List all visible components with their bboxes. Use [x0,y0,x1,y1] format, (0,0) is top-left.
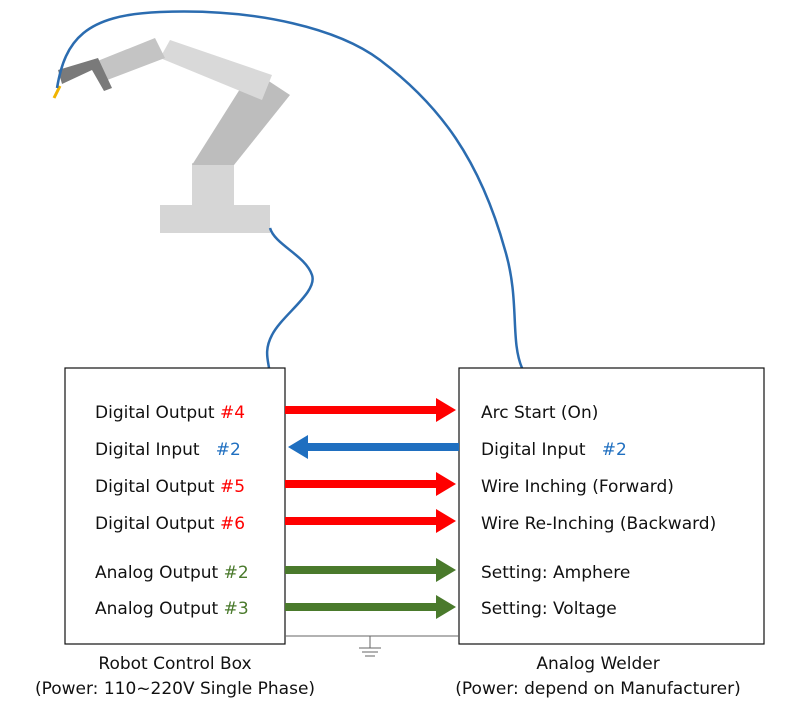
signal-arrow-2 [285,472,456,496]
welder-row-2: Wire Inching (Forward) [481,477,674,497]
robot-upper-arm [160,40,272,100]
robot-forearm [95,38,165,82]
robot-row-2-num: #5 [220,477,245,497]
robot-control-box [64,367,286,645]
robot-arm-illustration [52,38,290,233]
robot-row-5: Analog Output #3 [95,599,249,619]
welder-box-caption-title: Analog Welder [536,654,659,674]
robot-row-1: Digital Input #2 [95,440,241,460]
welder-row-1-num: #2 [602,440,627,460]
robot-base [160,205,270,233]
welding-cable [55,10,524,369]
robot-box-caption-sub: (Power: 110~220V Single Phase) [35,679,315,699]
robot-row-3: Digital Output #6 [95,514,245,534]
signal-arrow-4 [285,558,456,582]
robot-row-5-num: #3 [224,599,249,619]
welder-row-3: Wire Re-Inching (Backward) [481,514,716,534]
welder-row-0: Arc Start (On) [481,403,598,423]
robot-row-3-num: #6 [220,514,245,534]
signal-arrow-5 [285,595,456,619]
robot-pedestal [192,163,234,207]
robot-row-0-num: #4 [220,403,245,423]
robot-control-cable [265,227,314,369]
welder-row-4: Setting: Amphere [481,563,630,583]
welder-box-caption-sub: (Power: depend on Manufacturer) [455,679,740,699]
analog-welder-box [458,367,765,645]
robot-row-0: Digital Output #4 [95,403,245,423]
signal-arrow-0 [285,398,456,422]
robot-box-caption-title: Robot Control Box [98,654,251,674]
signal-arrow-1 [288,435,459,459]
ground-symbol [285,635,459,657]
welder-row-1: Digital Input #2 [481,440,627,460]
welder-row-5: Setting: Voltage [481,599,617,619]
robot-row-2: Digital Output #5 [95,477,245,497]
welding-torch-head [58,58,112,91]
robot-row-1-num: #2 [216,440,241,460]
robot-lower-arm [192,70,290,165]
robot-row-4-num: #2 [224,563,249,583]
robot-row-4: Analog Output #2 [95,563,249,583]
signal-arrow-3 [285,509,456,533]
welding-torch-tip [52,85,62,99]
